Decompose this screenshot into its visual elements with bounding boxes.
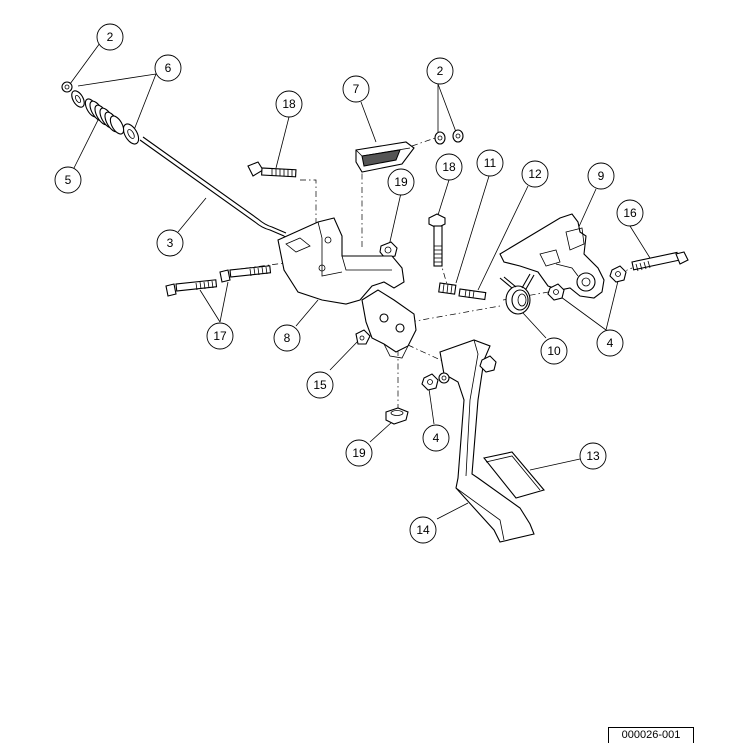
- svg-text:16: 16: [623, 206, 637, 220]
- callout-19-upper: 19: [387, 168, 415, 196]
- svg-text:18: 18: [282, 97, 296, 111]
- callout-12: 12: [521, 160, 549, 188]
- svg-text:6: 6: [165, 61, 172, 75]
- bolt-17-front: [165, 279, 218, 297]
- callout-16: 16: [616, 199, 644, 227]
- callout-19-lower: 19: [345, 439, 373, 467]
- svg-text:9: 9: [598, 169, 605, 183]
- svg-text:10: 10: [547, 344, 561, 358]
- svg-text:4: 4: [433, 431, 440, 445]
- spring-5: [84, 98, 125, 135]
- nut-16-washer: [609, 265, 627, 283]
- callout-7: 7: [342, 75, 370, 103]
- svg-text:13: 13: [586, 449, 600, 463]
- callout-9: 9: [587, 162, 615, 190]
- callout-18-left: 18: [275, 90, 303, 118]
- callout-13: 13: [579, 442, 607, 470]
- svg-text:14: 14: [416, 523, 430, 537]
- svg-text:4: 4: [607, 336, 614, 350]
- pin-12: [458, 288, 487, 301]
- svg-text:19: 19: [394, 175, 408, 189]
- nut-2-right-a: [434, 131, 446, 145]
- washer-6-left: [71, 90, 85, 108]
- bracket-9: [499, 213, 605, 299]
- callout-14: 14: [409, 516, 437, 544]
- svg-text:12: 12: [528, 167, 542, 181]
- svg-text:3: 3: [167, 236, 174, 250]
- figure-id-label: 000026-001: [608, 727, 694, 743]
- callout-2-top-left: 2: [96, 23, 124, 51]
- leader-lines: [69, 42, 651, 520]
- washer-6-right: [122, 123, 140, 145]
- callout-8: 8: [273, 324, 301, 352]
- nut-19-lower: [385, 407, 409, 425]
- svg-text:8: 8: [284, 331, 291, 345]
- bolt-18-middle: [428, 213, 446, 267]
- bolt-17-rear: [219, 265, 272, 283]
- mounting-bracket-8: [277, 217, 417, 359]
- svg-text:7: 7: [353, 82, 360, 96]
- callout-2-top-right: 2: [426, 57, 454, 85]
- callout-3: 3: [156, 229, 184, 257]
- svg-text:18: 18: [442, 160, 456, 174]
- bolt-18-left: [247, 161, 297, 178]
- callout-4-lower: 4: [422, 424, 450, 452]
- nut-4-pedal: [421, 373, 439, 391]
- callout-11: 11: [476, 149, 504, 177]
- nut-4-right: [547, 283, 565, 301]
- svg-text:15: 15: [313, 378, 327, 392]
- screw-15: [355, 329, 371, 345]
- svg-text:5: 5: [65, 173, 72, 187]
- spacer-11: [438, 282, 457, 295]
- pedal-pad-13: [483, 451, 545, 499]
- pedal-arm-14: [438, 339, 535, 543]
- callout-15: 15: [306, 371, 334, 399]
- callout-18-middle: 18: [435, 153, 463, 181]
- svg-text:19: 19: [352, 446, 366, 460]
- nut-2-left: [61, 81, 73, 93]
- bolt-16: [631, 251, 689, 272]
- torsion-spring-10: [499, 273, 535, 315]
- callout-5: 5: [54, 166, 82, 194]
- svg-text:11: 11: [484, 156, 497, 170]
- callout-6: 6: [154, 54, 182, 82]
- callout-4-right: 4: [596, 329, 624, 357]
- callout-17: 17: [206, 322, 234, 350]
- nut-2-right-b: [452, 129, 464, 143]
- rod-3: [139, 136, 295, 245]
- svg-text:2: 2: [437, 64, 444, 78]
- svg-text:2: 2: [107, 30, 114, 44]
- pad-7: [355, 141, 415, 173]
- svg-text:17: 17: [213, 329, 227, 343]
- nut-19-upper: [379, 241, 398, 259]
- callout-10: 10: [540, 337, 568, 365]
